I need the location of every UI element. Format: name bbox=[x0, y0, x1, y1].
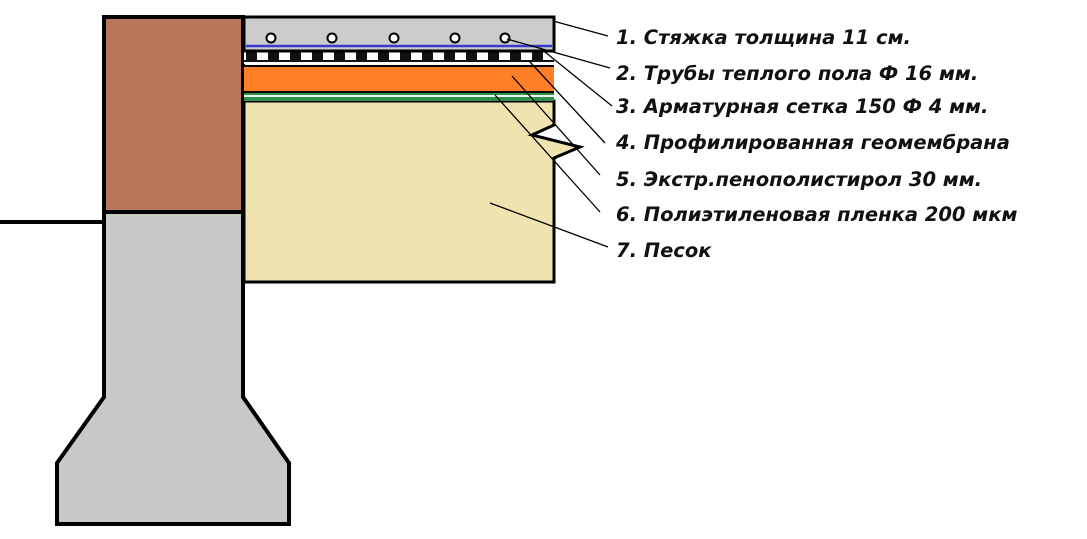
heating-pipe bbox=[449, 32, 461, 44]
geomembrane-stud bbox=[488, 51, 499, 60]
leader-xps bbox=[511, 75, 601, 176]
geomembrane-stud bbox=[466, 51, 477, 60]
heating-pipe bbox=[499, 32, 511, 44]
leader-pe-film bbox=[494, 94, 601, 213]
heating-pipe bbox=[388, 32, 400, 44]
heating-pipe bbox=[265, 32, 277, 44]
legend-item-mesh: 3. Арматурная сетка 150 Ф 4 мм. bbox=[616, 95, 988, 118]
geomembrane-stud bbox=[356, 51, 367, 60]
leader-geomembrane bbox=[529, 61, 606, 144]
brick-wall bbox=[102, 15, 245, 214]
legend-item-screed: 1. Стяжка толщина 11 см. bbox=[616, 26, 911, 49]
leader-pipes bbox=[506, 38, 611, 69]
sand-layer bbox=[242, 99, 585, 284]
heating-pipes bbox=[265, 32, 511, 44]
geomembrane-stud bbox=[290, 51, 301, 60]
geomembrane-layer bbox=[244, 51, 554, 64]
geomembrane-stud bbox=[400, 51, 411, 60]
xps-layer bbox=[244, 67, 554, 92]
legend-item-pe-film: 6. Полиэтиленовая пленка 200 мкм bbox=[616, 203, 1017, 226]
geomembrane-stud bbox=[312, 51, 323, 60]
geomembrane-stud bbox=[378, 51, 389, 60]
leader-lines bbox=[489, 20, 613, 248]
geomembrane-stud bbox=[246, 51, 257, 60]
leader-screed bbox=[552, 20, 609, 37]
legend-item-sand: 7. Песок bbox=[616, 239, 712, 262]
geomembrane-stud bbox=[422, 51, 433, 60]
geomembrane-stud bbox=[444, 51, 455, 60]
legend-item-geomembrane: 4. Профилированная геомембрана bbox=[615, 131, 1010, 154]
geomembrane-stud bbox=[334, 51, 345, 60]
legend: 1. Стяжка толщина 11 см. 2. Трубы теплог… bbox=[615, 26, 1017, 262]
heating-pipe bbox=[326, 32, 338, 44]
leader-mesh bbox=[539, 47, 613, 107]
geomembrane-stud bbox=[268, 51, 279, 60]
legend-item-pipes: 2. Трубы теплого пола Ф 16 мм. bbox=[616, 62, 978, 85]
legend-item-xps: 5. Экстр.пенополистирол 30 мм. bbox=[616, 168, 982, 191]
leader-sand bbox=[489, 202, 609, 248]
geomembrane-stud bbox=[532, 51, 543, 60]
geomembrane-stud bbox=[510, 51, 521, 60]
